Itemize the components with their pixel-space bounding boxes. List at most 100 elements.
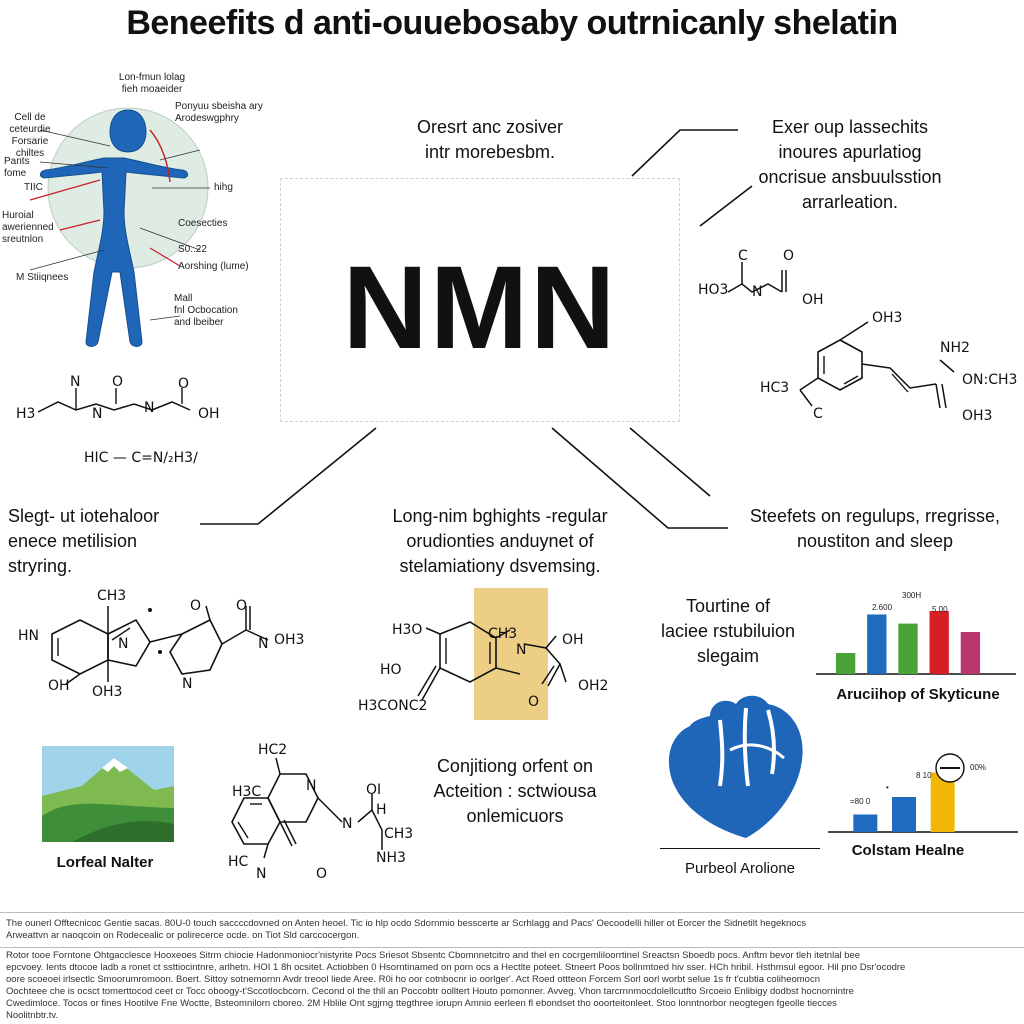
annotation-line: [149, 129, 171, 183]
molecule-structure-3: [37, 388, 191, 413]
chart-bar: [892, 797, 916, 832]
center-box: [280, 178, 680, 422]
chem-label: O: [190, 598, 202, 614]
chart-bar: [835, 653, 856, 674]
chem-label: H3O: [392, 622, 423, 638]
chem-label: OH: [562, 632, 584, 648]
heart-label: Purbeol Arolione: [684, 860, 796, 877]
chem-label: O: [236, 598, 248, 614]
chem-label: HO3: [698, 282, 729, 298]
chem-label: OH: [802, 292, 824, 308]
annotation-line: [149, 315, 181, 321]
chem-label: CH3: [488, 626, 518, 642]
bar-chart-2: =80 0 • 8 10 00%: [828, 753, 1018, 833]
body-label: TIIC: [24, 182, 43, 193]
chem-label: NH3: [376, 850, 406, 866]
molecule-structure-4: [51, 605, 269, 685]
body-label: S0..22: [178, 244, 207, 255]
chart-annotation: =80 0: [850, 797, 871, 806]
chart-bar: [930, 772, 955, 832]
body-label: Forsarie chiltes: [11, 136, 49, 159]
chem-label: OH3: [274, 632, 305, 648]
caption-line: onlemicuors: [466, 806, 564, 826]
landscape-label: Lorfeal Nalter: [56, 854, 154, 871]
molecule-structure-2: [799, 321, 955, 409]
chem-label: O: [528, 694, 540, 710]
caption-line: Acteition : sctwiousa: [433, 781, 597, 801]
connector-line: [631, 129, 738, 177]
body-label: sreutnlon: [2, 234, 44, 245]
chem-label: OH3: [962, 408, 993, 424]
chem-label: HC: [228, 854, 249, 870]
body-label: and lbeiber: [174, 317, 224, 328]
caption-line: stryring.: [8, 556, 73, 576]
center-caption: Oresrt anc zosiver intr morebesbm.: [380, 115, 600, 165]
body-label: Ponyuu sbeisha ary: [175, 101, 263, 112]
annotation-line: [139, 227, 201, 251]
caption-line: enece metilision: [8, 531, 138, 551]
chem-label: HC3: [760, 380, 790, 396]
chart-annotation: •: [886, 783, 904, 792]
chem-label: O: [112, 374, 124, 390]
connector-line: [551, 427, 728, 529]
molecule-structure-1: [727, 262, 787, 293]
chart-annotation: 8 10: [916, 771, 932, 780]
chem-label: OH: [198, 406, 220, 422]
body-label: M Stiiqnees: [16, 272, 69, 283]
caption-line: Slegt- ut iotehaloor: [8, 506, 160, 526]
footer-line: Cwedimloce. Tocos or fines Hootilve Fne …: [6, 998, 837, 1009]
chem-label: OI: [366, 782, 382, 798]
chart-annotation: 5.00: [932, 605, 948, 614]
top-right-caption: Exer oup lassechits inoures apurlatiog o…: [730, 115, 970, 215]
body-label: Cell de: [14, 112, 46, 123]
annotation-line: [149, 247, 181, 267]
annotation-line: [39, 129, 111, 147]
caption-line: Long-nim bghights -regular: [392, 506, 608, 526]
caption-line: Steefets on regulups, rregrisse,: [749, 506, 1001, 526]
chem-label: HC2: [258, 742, 288, 758]
footer-line: epcvoey. Ients dtocoe ladb a ronet ct ss…: [6, 962, 906, 973]
body-label: Coesecties: [178, 218, 228, 229]
body-label-left-2: Pants fome: [4, 156, 44, 180]
footer-paragraph-1: The ounerl Offtecnicoc Gentie sacas. 80U…: [6, 918, 1018, 942]
chem-label: N: [92, 406, 103, 422]
caption-line: noustiton and sleep: [796, 531, 954, 551]
chem-label: N: [182, 676, 193, 692]
chem-label: HN: [18, 628, 39, 644]
annotation-line: [39, 161, 109, 169]
body-silhouette: [39, 109, 189, 347]
chem-label: O: [783, 248, 795, 264]
annotation-line: [159, 149, 201, 161]
footer-line: oore scoeoei irlsectlc Smoorumromoon. Bo…: [6, 974, 820, 985]
body-label-left-1: Cell de ceteurdie Forsarie chiltes: [0, 112, 60, 160]
caption-line: laciee rstubiluion: [660, 621, 796, 641]
chem-label: H: [376, 802, 387, 818]
body-label: Aorshing (lume): [178, 261, 249, 272]
chem-label: C: [813, 406, 823, 422]
body-label: Pants: [4, 156, 30, 167]
footer-line: Noolitnbtr.tv.: [6, 1010, 59, 1021]
body-label: Lon-fmun lolag: [118, 72, 186, 83]
center-caption-line: intr morebesbm.: [424, 142, 556, 162]
chem-label: N: [342, 816, 353, 832]
chem-label: O: [178, 376, 190, 392]
chem-label: N: [516, 642, 527, 658]
chem-label: N: [258, 636, 269, 652]
chart-annotation: 2.600: [872, 603, 893, 612]
chart-bar: [853, 814, 878, 832]
body-label: hihg: [214, 182, 233, 193]
center-low-caption: Conjitiong orfent on Acteition : sctwiou…: [400, 754, 630, 829]
chem-label: OH3: [872, 310, 903, 326]
caption-line: orudionties anduynet of: [406, 531, 594, 551]
connector-line: [699, 185, 753, 227]
chem-label: HIC — C=N∕₂H3∕: [84, 450, 198, 466]
molecule-structure-5: [417, 621, 567, 701]
caption-line: stelamiationy dsvemsing.: [399, 556, 601, 576]
chart-annotation: 00%: [970, 763, 986, 772]
chem-label: CH3: [97, 588, 127, 604]
page-title: Beneefits d anti-ouuebosaby outrnicanly …: [126, 4, 898, 42]
chart-bar: [867, 614, 887, 674]
body-label: ceteurdie: [9, 124, 51, 135]
footer-divider: [0, 912, 1024, 913]
